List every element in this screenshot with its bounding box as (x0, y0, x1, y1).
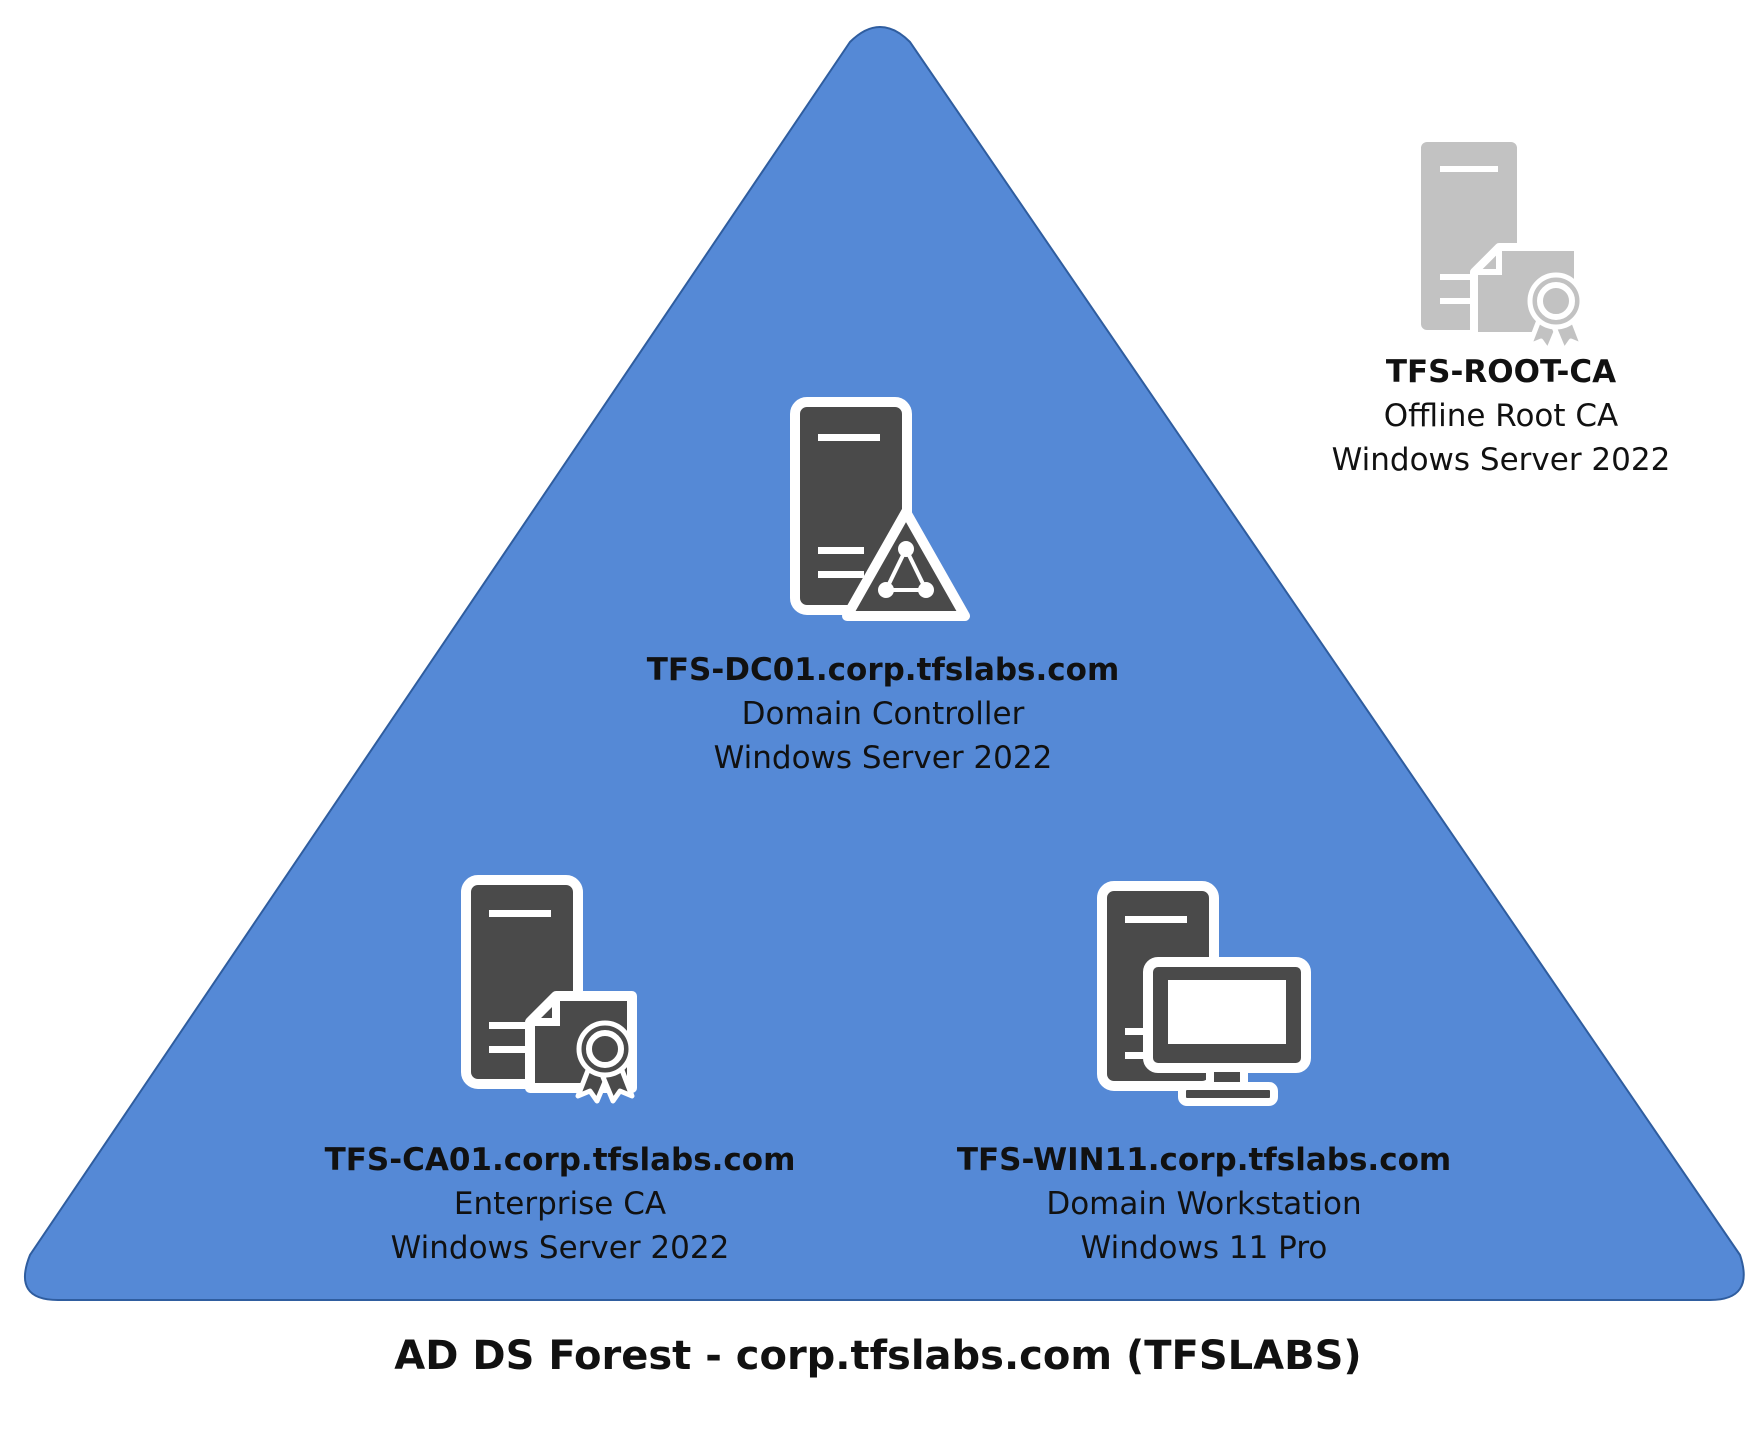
node-ca-name: TFS-CA01.corp.tfslabs.com (324, 1142, 796, 1178)
node-ca-role: Enterprise CA (453, 1186, 667, 1222)
node-ca-os: Windows Server 2022 (390, 1230, 730, 1266)
node-rootca-label: TFS-ROOT-CA Offline Root CA Windows Serv… (1332, 350, 1671, 482)
node-dc-label: TFS-DC01.corp.tfslabs.com Domain Control… (647, 648, 1120, 780)
node-win11-label: TFS-WIN11.corp.tfslabs.com Domain Workst… (957, 1138, 1451, 1270)
forest-title: AD DS Forest - corp.tfslabs.com (TFSLABS… (394, 1333, 1362, 1379)
offline-root-ca-icon (1413, 134, 1586, 354)
node-dc-role: Domain Controller (741, 696, 1025, 732)
node-dc-name: TFS-DC01.corp.tfslabs.com (646, 652, 1120, 688)
server-certificate-icon (461, 875, 637, 1104)
node-rootca-os: Windows Server 2022 (1331, 442, 1671, 478)
node-rootca-role: Offline Root CA (1383, 398, 1619, 434)
node-rootca-name: TFS-ROOT-CA (1385, 354, 1617, 390)
node-win11-role: Domain Workstation (1046, 1186, 1362, 1222)
node-win11-name: TFS-WIN11.corp.tfslabs.com (956, 1142, 1452, 1178)
workstation-icon (1097, 881, 1311, 1106)
node-win11-os: Windows 11 Pro (1080, 1230, 1328, 1266)
server-domain-controller-icon (790, 397, 970, 621)
node-ca-label: TFS-CA01.corp.tfslabs.com Enterprise CA … (325, 1138, 796, 1270)
ad-ds-forest-triangle (24, 26, 1745, 1301)
node-dc-os: Windows Server 2022 (713, 740, 1053, 776)
